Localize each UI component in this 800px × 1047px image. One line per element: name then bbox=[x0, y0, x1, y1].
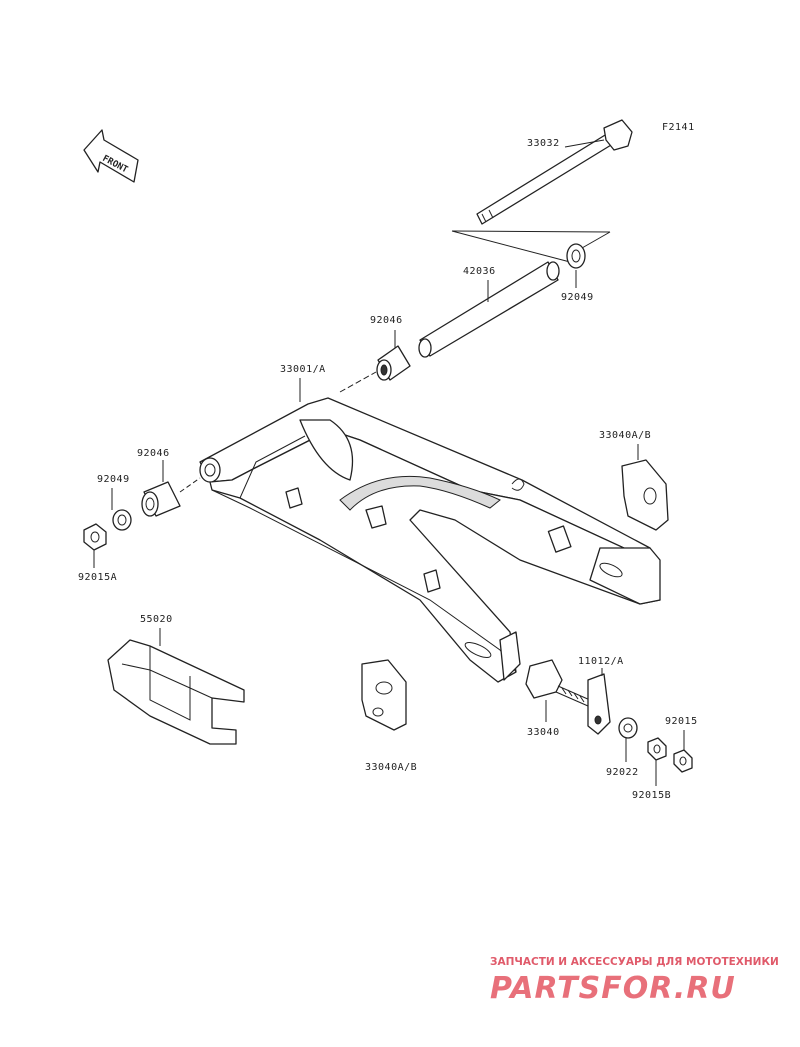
chain-adjuster-33040ab-bottom bbox=[361, 659, 407, 731]
label-11012: 11012/A bbox=[578, 656, 624, 667]
watermark-subtitle: ЗАПЧАСТИ И АКСЕССУАРЫ ДЛЯ МОТОТЕХНИКИ bbox=[490, 956, 779, 968]
nut-92015b bbox=[647, 737, 667, 786]
washer-92049-top bbox=[566, 243, 586, 288]
label-92015a: 92015A bbox=[78, 572, 117, 583]
front-arrow-icon: FRONT bbox=[83, 129, 139, 183]
label-33040ab-bottom: 33040A/B bbox=[365, 762, 417, 773]
label-33032: 33032 bbox=[527, 138, 560, 149]
adjuster-block-33040 bbox=[525, 659, 591, 722]
pivot-shaft-33032 bbox=[451, 119, 633, 263]
washer-92022 bbox=[618, 717, 638, 762]
label-92046-top: 92046 bbox=[370, 315, 403, 326]
nut-92015 bbox=[673, 730, 693, 773]
chain-guard-55020 bbox=[107, 628, 245, 745]
chain-adjuster-33040ab-right bbox=[621, 444, 669, 531]
label-92049-top: 92049 bbox=[561, 292, 594, 303]
label-92022: 92022 bbox=[606, 767, 639, 778]
label-92015: 92015 bbox=[665, 716, 698, 727]
label-33040: 33040 bbox=[527, 727, 560, 738]
swing-arm-33001 bbox=[199, 378, 661, 683]
label-33001: 33001/A bbox=[280, 364, 326, 375]
label-33040ab-right: 33040A/B bbox=[599, 430, 651, 441]
watermark-brand: PARTSFOR.RU bbox=[490, 971, 736, 1006]
watermark-logo: ЗАПЧАСТИ И АКСЕССУАРЫ ДЛЯ МОТОТЕХНИКИ PA… bbox=[490, 956, 779, 1006]
washer-92049-left bbox=[111, 488, 132, 531]
label-55020: 55020 bbox=[140, 614, 173, 625]
sleeve-42036 bbox=[418, 261, 560, 358]
label-92046-left: 92046 bbox=[137, 448, 170, 459]
label-42036: 42036 bbox=[463, 266, 496, 277]
nut-92015a bbox=[83, 523, 107, 568]
label-92015b: 92015B bbox=[632, 790, 671, 801]
label-92049-left: 92049 bbox=[97, 474, 130, 485]
plate-11012 bbox=[587, 668, 611, 735]
bearing-92046-top bbox=[376, 330, 411, 381]
figure-code: F2141 bbox=[662, 122, 695, 133]
bearing-92046-left bbox=[141, 460, 201, 517]
